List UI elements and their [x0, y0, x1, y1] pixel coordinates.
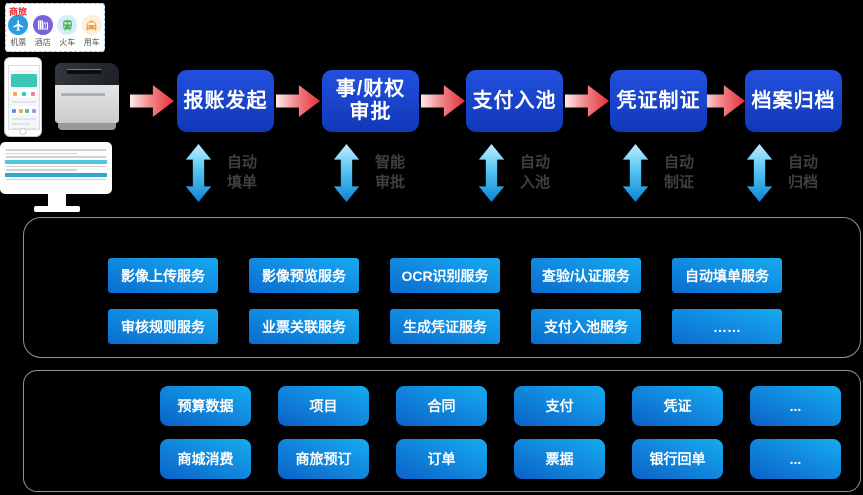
service-button: 业票关联服务 — [249, 309, 359, 344]
flow-arrow-icon — [701, 85, 745, 117]
services-row-2: 审核规则服务 业票关联服务 生成凭证服务 支付入池服务 …… — [108, 309, 860, 344]
service-button: …… — [672, 309, 782, 344]
data-button: 银行回单 — [632, 439, 723, 479]
train-icon — [57, 15, 78, 35]
phone-home-button — [19, 128, 27, 135]
data-button: ... — [750, 439, 841, 479]
travel-caption: 用车 — [83, 38, 100, 47]
travel-caption: 火车 — [59, 38, 76, 47]
service-button: 生成凭证服务 — [390, 309, 500, 344]
service-button: OCR识别服务 — [390, 258, 500, 293]
updown-arrow-icon — [333, 144, 360, 202]
travel-item-flight: 机票 — [6, 15, 30, 48]
step-approval: 事/财权 审批 — [322, 70, 419, 132]
services-panel: 影像上传服务 影像预览服务 OCR识别服务 查验/认证服务 自动填单服务 审核规… — [23, 217, 861, 358]
sub-label: 自动 归档 — [788, 153, 819, 191]
sub-label: 自动 填单 — [227, 153, 258, 191]
step-expense-initiate: 报账发起 — [177, 70, 274, 132]
data-row-2: 商城消费 商旅预订 订单 票据 银行回单 ... — [160, 439, 860, 479]
travel-items: 机票 酒店 火车 用车 — [6, 15, 104, 48]
data-items-panel: 预算数据 项目 合同 支付 凭证 ... 商城消费 商旅预订 订单 票据 银行回… — [23, 370, 861, 492]
travel-caption: 机票 — [10, 38, 27, 47]
step-voucher-creation: 凭证制证 — [610, 70, 707, 132]
updown-arrow-icon — [622, 144, 649, 202]
step-payment-pool: 支付入池 — [466, 70, 563, 132]
spreadsheet-screen — [3, 145, 109, 191]
service-button: 影像预览服务 — [249, 258, 359, 293]
flow-arrow-icon — [565, 85, 609, 117]
data-row-1: 预算数据 项目 合同 支付 凭证 ... — [160, 386, 860, 426]
sub-pair-auto-archive: 自动 归档 — [746, 144, 818, 202]
data-button: 项目 — [278, 386, 369, 426]
sub-pair-auto-pool: 自动 入池 — [478, 144, 550, 202]
travel-panel-label: 商旅 — [9, 7, 28, 17]
travel-item-hotel: 酒店 — [31, 15, 55, 48]
monitor-spreadsheet-image — [0, 142, 114, 214]
sub-label: 自动 制证 — [664, 153, 695, 191]
updown-arrow-icon — [185, 144, 212, 202]
service-button: 影像上传服务 — [108, 258, 218, 293]
travel-item-car: 用车 — [80, 15, 104, 48]
car-icon — [81, 15, 102, 35]
flow-arrow-icon — [130, 85, 174, 117]
travel-item-train: 火车 — [55, 15, 79, 48]
updown-arrow-icon — [746, 144, 773, 202]
service-button: 查验/认证服务 — [531, 258, 641, 293]
travel-caption: 酒店 — [34, 38, 51, 47]
travel-services-panel: 商旅 机票 酒店 火车 — [5, 3, 105, 52]
services-row-1: 影像上传服务 影像预览服务 OCR识别服务 查验/认证服务 自动填单服务 — [108, 258, 860, 293]
phone-screen — [8, 65, 40, 130]
hotel-icon — [32, 15, 53, 35]
sub-label: 智能 审批 — [375, 153, 406, 191]
data-button: 合同 — [396, 386, 487, 426]
data-button: 预算数据 — [160, 386, 251, 426]
data-button: 凭证 — [632, 386, 723, 426]
mobile-app-mockup — [4, 57, 42, 137]
sub-pair-auto-voucher: 自动 制证 — [622, 144, 694, 202]
scanner-printer-image — [55, 63, 119, 133]
flow-arrow-icon — [421, 85, 465, 117]
service-button: 支付入池服务 — [531, 309, 641, 344]
data-button: 订单 — [396, 439, 487, 479]
plane-icon — [8, 15, 29, 35]
data-button: 支付 — [514, 386, 605, 426]
service-button: 审核规则服务 — [108, 309, 218, 344]
data-button: 商旅预订 — [278, 439, 369, 479]
updown-arrow-icon — [478, 144, 505, 202]
data-button: 票据 — [514, 439, 605, 479]
data-button: ... — [750, 386, 841, 426]
service-button: 自动填单服务 — [672, 258, 782, 293]
data-button: 商城消费 — [160, 439, 251, 479]
step-archiving: 档案归档 — [745, 70, 842, 132]
flow-arrow-icon — [276, 85, 320, 117]
sub-pair-auto-fill: 自动 填单 — [185, 144, 257, 202]
sub-pair-smart-approval: 智能 审批 — [333, 144, 405, 202]
sub-label: 自动 入池 — [520, 153, 551, 191]
